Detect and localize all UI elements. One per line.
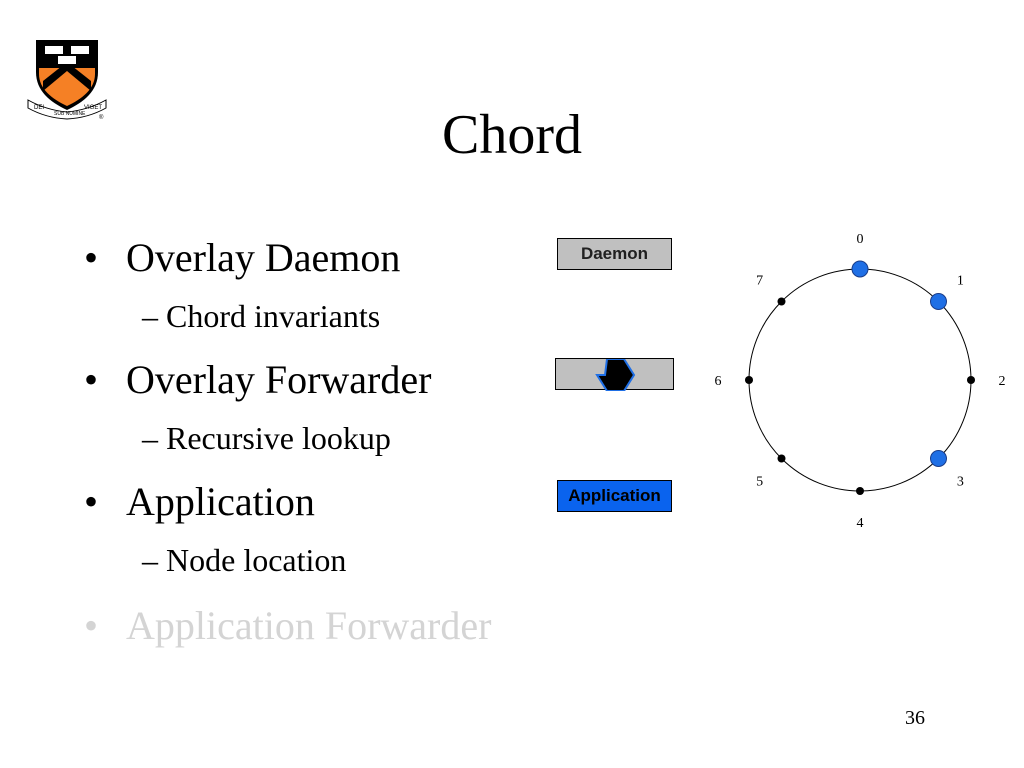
page-number: 36: [905, 707, 925, 729]
ring-node-4: [856, 487, 864, 495]
chord-ring-diagram: 0 1 2 3 4 5 6 7: [715, 232, 1006, 531]
application-legend-box: Application: [557, 480, 672, 512]
bullet-application-forwarder: • Application Forwarder: [84, 602, 491, 650]
subbullet-recursive-lookup: – Recursive lookup: [142, 420, 391, 456]
registered-mark: ®: [99, 114, 104, 120]
bullet-glyph: •: [84, 479, 99, 524]
ring-node-label-3: 3: [957, 474, 964, 489]
ring-node-label-2: 2: [999, 374, 1006, 389]
ring-node-label-6: 6: [715, 374, 722, 389]
hexagon-icon: [595, 359, 636, 391]
bullet-overlay-forwarder: • Overlay Forwarder: [84, 356, 431, 404]
bullet-glyph: •: [84, 357, 99, 402]
bullet-text: Application Forwarder: [126, 603, 492, 648]
bullet-text: Overlay Forwarder: [126, 357, 432, 402]
ring-node-3: [930, 450, 947, 467]
ring-node-1: [930, 293, 947, 310]
ring-node-2: [967, 376, 975, 384]
ring-node-5: [777, 454, 786, 463]
ring-node-label-7: 7: [756, 274, 763, 289]
ring-node-label-4: 4: [857, 516, 864, 531]
forwarder-legend-box: [555, 358, 674, 391]
ring-node-label-0: 0: [857, 232, 864, 247]
bullet-overlay-daemon: • Overlay Daemon: [84, 234, 400, 282]
ring-node-7: [777, 297, 786, 306]
daemon-legend-box: Daemon: [557, 238, 672, 270]
bullet-text: Overlay Daemon: [126, 235, 401, 280]
slide-title: Chord: [442, 104, 582, 166]
ring-node-0: [851, 260, 869, 278]
bullet-glyph: •: [84, 603, 99, 648]
ring-node-label-5: 5: [756, 474, 763, 489]
bullet-application: • Application: [84, 478, 315, 526]
bullet-text: Application: [126, 479, 315, 524]
university-shield-logo: DEI SUB NUMINE VIGET ®: [27, 40, 107, 120]
motto-left: DEI: [34, 105, 44, 111]
motto-right: VIGET: [84, 105, 102, 111]
ring-node-label-1: 1: [957, 274, 964, 289]
subbullet-chord-invariants: – Chord invariants: [142, 298, 381, 334]
bullet-glyph: •: [84, 235, 99, 280]
subbullet-node-location: – Node location: [142, 542, 347, 578]
ring-node-6: [745, 376, 753, 384]
motto-center: SUB NUMINE: [54, 111, 86, 117]
